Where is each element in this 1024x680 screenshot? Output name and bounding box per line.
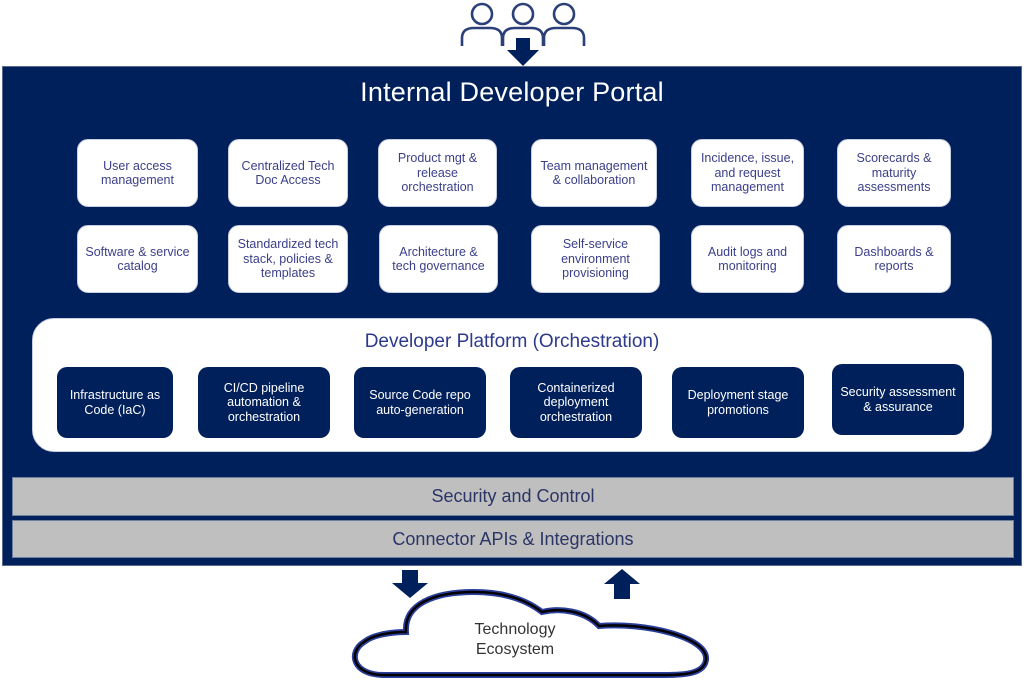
capability-card[interactable]: Incidence, issue, and request management (691, 139, 804, 207)
capability-card[interactable]: Architecture & tech governance (379, 225, 498, 293)
security-control-layer[interactable]: Security and Control (12, 477, 1014, 516)
arrow-down-icon (507, 38, 539, 66)
portal-title: Internal Developer Portal (360, 77, 664, 107)
platform-service-card[interactable]: Security assessment & assurance (832, 364, 964, 435)
arrow-up-icon (604, 569, 640, 599)
platform-service-card[interactable]: CI/CD pipeline automation & orchestratio… (198, 367, 330, 438)
cloud-icon (351, 588, 709, 678)
arrow-down-icon (392, 570, 428, 598)
capability-card[interactable]: Centralized Tech Doc Access (228, 139, 348, 207)
capability-card[interactable]: Self-service environment provisioning (531, 225, 660, 293)
capability-card[interactable]: Team management & collaboration (531, 139, 657, 207)
platform-service-card[interactable]: Source Code repo auto-generation (354, 367, 486, 438)
platform-title: Developer Platform (Orchestration) (364, 331, 660, 352)
platform-service-card[interactable]: Containerized deployment orchestration (510, 367, 642, 438)
capability-card[interactable]: Product mgt & release orchestration (378, 139, 497, 207)
capability-card[interactable]: Dashboards & reports (837, 225, 951, 293)
capability-card[interactable]: Scorecards & maturity assessments (837, 139, 951, 207)
capability-card[interactable]: User access management (77, 139, 198, 207)
capability-card[interactable]: Standardized tech stack, policies & temp… (228, 225, 348, 293)
platform-service-card[interactable]: Infrastructure as Code (IaC) (57, 367, 173, 438)
users-group-icon (460, 2, 586, 46)
connector-apis-layer[interactable]: Connector APIs & Integrations (12, 520, 1014, 558)
capability-card[interactable]: Audit logs and monitoring (691, 225, 804, 293)
platform-service-card[interactable]: Deployment stage promotions (672, 367, 804, 438)
technology-ecosystem-label: Technology Ecosystem (474, 621, 556, 658)
capability-card[interactable]: Software & service catalog (77, 225, 198, 293)
